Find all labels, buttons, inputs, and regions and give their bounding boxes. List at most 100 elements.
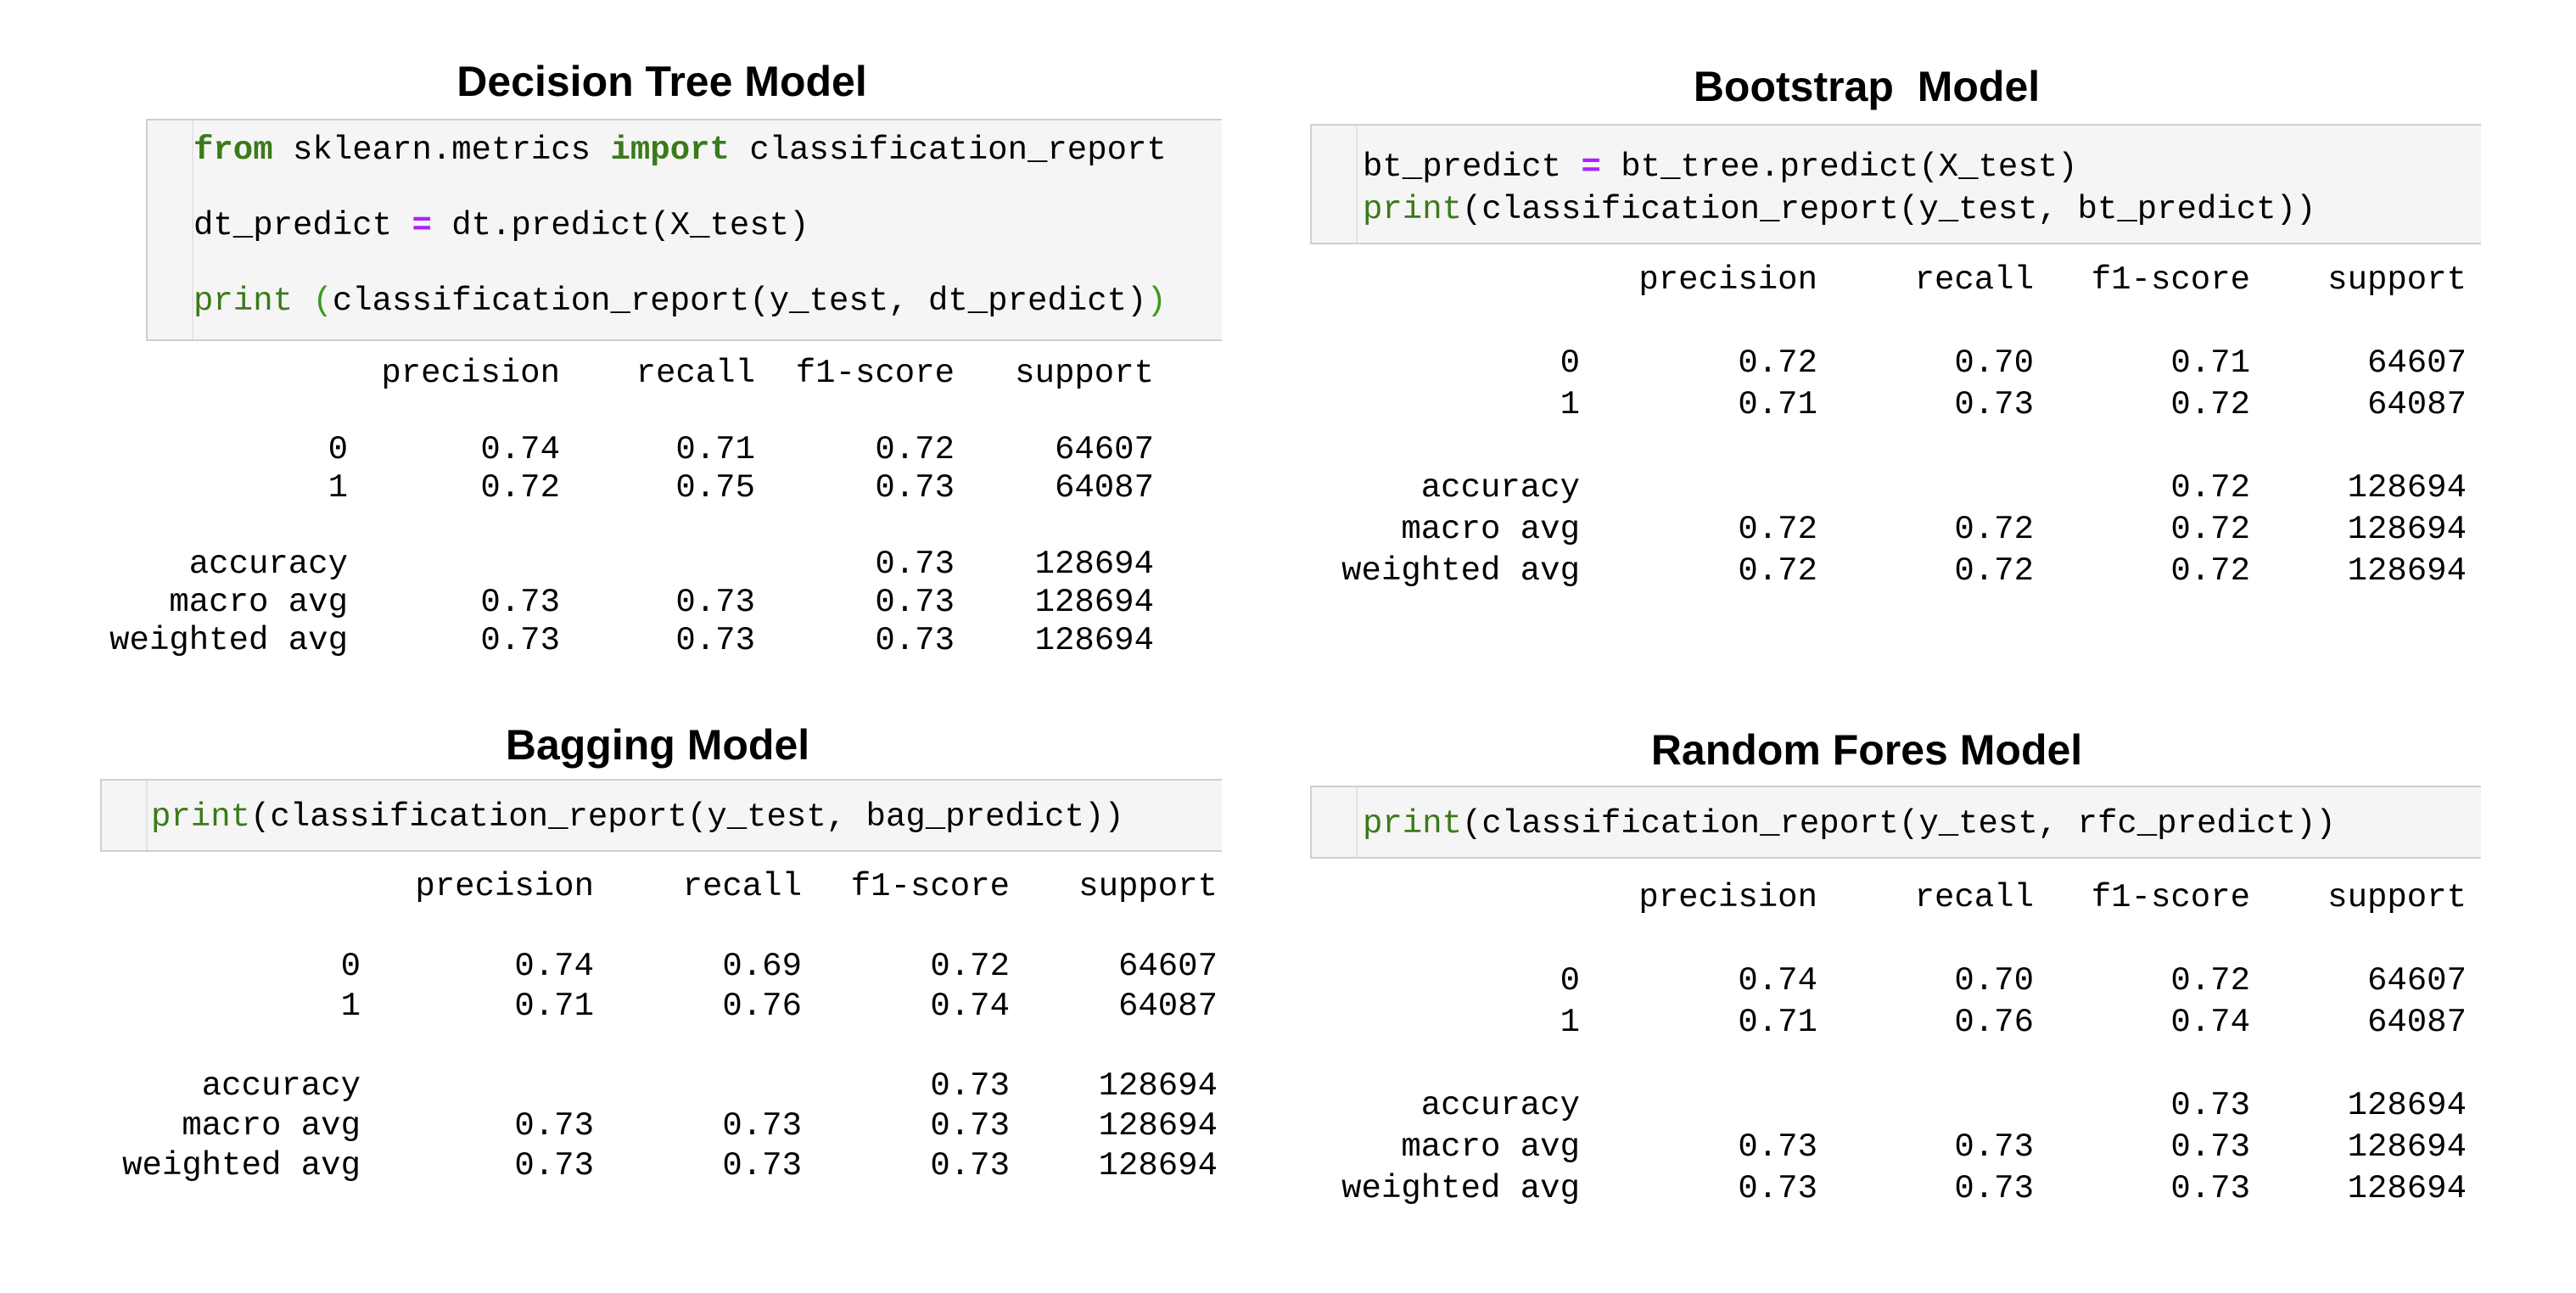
metric-value: 0.73 (875, 584, 955, 621)
code-token: dt.predict(X_test) (431, 207, 809, 244)
row-label (1317, 426, 1580, 467)
metric-value: 0.73 (722, 1107, 802, 1145)
code-token: print (1363, 805, 1463, 842)
metric-value: 128694 (1034, 546, 1154, 583)
metric-value: precision (1638, 261, 1817, 299)
metric-value: support (1078, 868, 1218, 905)
row-label: accuracy (201, 1067, 361, 1105)
metric-value: 0.73 (514, 1147, 594, 1184)
code-token: (classification_report(y_test, bag_predi… (250, 798, 1124, 836)
code-cell[interactable]: bt_predict = bt_tree.predict(X_test)prin… (1310, 124, 2481, 244)
row-label (1317, 1044, 1580, 1085)
metric-value: 0.70 (1954, 962, 2034, 999)
row-label: macro avg (182, 1107, 361, 1145)
row-label: weighted avg (122, 1147, 361, 1184)
metric-value: 0.71 (1738, 386, 1817, 423)
code-line: print(classification_report(y_test, bag_… (151, 796, 1124, 838)
metric-value (1817, 1044, 2034, 1085)
metric-value: 0.72 (875, 431, 955, 468)
metric-value: 0.72 (2170, 469, 2250, 507)
metric-value: 0.76 (1954, 1004, 2034, 1041)
metric-value: f1-score (795, 355, 955, 392)
spacer (102, 907, 1218, 947)
metric-value: 0.73 (2170, 1170, 2250, 1207)
metric-value: 128694 (1098, 1107, 1218, 1145)
code-token: = (1581, 148, 1601, 186)
metric-value (348, 546, 560, 584)
metric-value (2250, 426, 2467, 467)
metric-value (594, 1027, 802, 1066)
panel-title: Bagging Model (505, 721, 810, 769)
code-token: bt_predict (1363, 148, 1582, 186)
row-label (93, 507, 348, 546)
code-token: bt_tree.predict(X_test) (1600, 148, 2078, 186)
metric-value: 0.72 (1954, 552, 2034, 590)
metric-value: 64607 (2366, 344, 2467, 382)
code-cell[interactable]: print(classification_report(y_test, rfc_… (1310, 786, 2481, 859)
code-input[interactable]: from sklearn.metrics import classificati… (193, 129, 1167, 322)
code-cell[interactable]: from sklearn.metrics import classificati… (146, 119, 1222, 341)
metric-value: 128694 (1034, 584, 1154, 621)
code-token: import (610, 132, 730, 169)
metric-value: 64087 (1054, 469, 1154, 507)
metric-value (560, 507, 755, 546)
metric-value (1580, 467, 1817, 509)
row-label: macro avg (1401, 1128, 1580, 1166)
code-input[interactable]: bt_predict = bt_tree.predict(X_test)prin… (1363, 146, 2316, 231)
row-label: macro avg (1401, 511, 1580, 548)
metric-value: 128694 (2347, 552, 2467, 590)
row-label: accuracy (1420, 469, 1580, 507)
metric-value: 0.73 (1738, 1170, 1817, 1207)
metric-value: 0.74 (930, 988, 1010, 1025)
spacer (1317, 301, 2467, 343)
metric-value: 0.73 (1738, 1128, 1817, 1166)
metric-value: 0.73 (722, 1147, 802, 1184)
row-label: accuracy (188, 546, 348, 583)
metric-value (2034, 1044, 2250, 1085)
row-label: 0 (328, 431, 348, 468)
metric-value: f1-score (850, 868, 1010, 905)
row-label: weighted avg (109, 622, 348, 659)
code-input[interactable]: print(classification_report(y_test, bag_… (151, 796, 1124, 838)
row-label: 0 (1560, 962, 1580, 999)
row-label (102, 1027, 361, 1066)
code-line: print (classification_report(y_test, dt_… (193, 280, 1167, 322)
metric-value: 0.74 (2170, 1004, 2250, 1041)
metric-value (1580, 426, 1817, 467)
metric-value: 0.73 (2170, 1087, 2250, 1124)
metric-value: 0.72 (1738, 552, 1817, 590)
metric-value: 0.74 (1738, 962, 1817, 999)
metric-value (955, 507, 1154, 546)
metric-value (2250, 1044, 2467, 1085)
metric-value: 0.73 (1954, 386, 2034, 423)
metric-value: 0.72 (480, 469, 560, 507)
code-cell[interactable]: print(classification_report(y_test, bag_… (100, 779, 1222, 852)
panel-title: Bootstrap Model (1693, 63, 2041, 110)
metric-value: 0.73 (930, 1107, 1010, 1145)
metric-value: 0.75 (675, 469, 755, 507)
metric-value: 0.73 (875, 546, 955, 583)
code-line (193, 247, 1167, 280)
metric-value: support (1015, 355, 1154, 392)
code-token: print (193, 283, 294, 320)
code-token: (classification_report(y_test, rfc_predi… (1462, 805, 2336, 842)
metric-value (361, 1027, 594, 1066)
code-input[interactable]: print(classification_report(y_test, rfc_… (1363, 803, 2336, 845)
code-token: print (1363, 191, 1463, 228)
metric-value: precision (381, 355, 560, 392)
row-label (1317, 260, 1580, 301)
metric-value: 0.72 (1954, 511, 2034, 548)
